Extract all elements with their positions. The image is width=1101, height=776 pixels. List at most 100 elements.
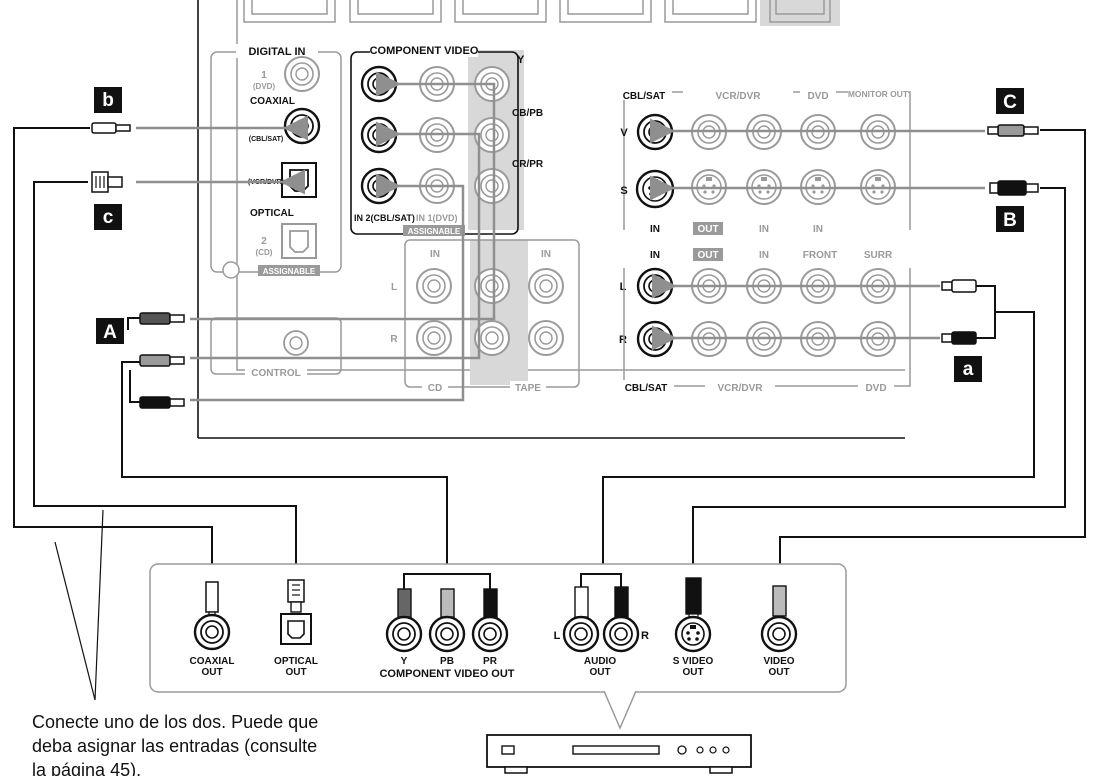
component-video-section: COMPONENT VIDEO Y CB/PB CR/PR IN 2(CBL/S… — [350, 43, 544, 236]
plug-a-pr — [139, 396, 185, 409]
digital-in-section: DIGITAL IN 1 (DVD) COAXIAL (CBL/SAT) (VC… — [210, 44, 342, 279]
svg-text:C: C — [1003, 92, 1017, 113]
optical-1-jack[interactable] — [281, 162, 317, 198]
av-dvd-bottom-label: DVD — [865, 383, 886, 394]
callout-labels: b c A C B a — [94, 87, 1024, 382]
callout-c-upper: C — [996, 88, 1024, 114]
tape-in-label: IN — [541, 249, 551, 260]
control-label: CONTROL — [251, 368, 300, 379]
plug-a-y — [139, 312, 185, 325]
cd-label: CD — [428, 383, 442, 394]
component-video-out-label: COMPONENT VIDEO OUT — [379, 668, 514, 680]
video-out-jack[interactable] — [760, 615, 798, 653]
plug-b-coaxial — [91, 122, 131, 134]
comp-in2-cb-jack[interactable] — [360, 116, 398, 154]
svg-text:b: b — [102, 90, 114, 111]
av-out-row2: OUT — [697, 250, 718, 261]
av-cblsat-video-jack[interactable] — [636, 113, 674, 151]
receiver-rear-panel: DIGITAL IN 1 (DVD) COAXIAL (CBL/SAT) (VC… — [197, 0, 911, 439]
plug-a-pb — [139, 354, 185, 367]
av-in-row2-vcr: IN — [759, 250, 769, 261]
av-vcrdvr-bottom-label: VCR/DVR — [717, 383, 763, 394]
optical-out-label-1: OPTICAL — [274, 656, 318, 667]
plug-a-audio-r — [941, 331, 977, 345]
cd-l-label: L — [391, 282, 397, 293]
video-out-label-2: OUT — [768, 667, 789, 678]
plug-c-video — [987, 124, 1039, 137]
av-v-label: V — [620, 127, 628, 139]
coaxial-out-jack[interactable] — [193, 613, 231, 651]
av-cblsat-audio-r-jack[interactable] — [636, 320, 674, 358]
note-line-3: la página 45). — [32, 760, 141, 776]
component-pr-out-jack[interactable] — [471, 615, 509, 653]
digital-assignable-tag: ASSIGNABLE — [263, 267, 316, 276]
tape-label: TAPE — [515, 383, 541, 394]
cd-in-l-jack[interactable] — [416, 268, 452, 304]
cable-plugs — [91, 122, 1039, 409]
optical-out-connection: OPTICAL OUT — [274, 579, 318, 678]
audio-out-label-2: OUT — [589, 667, 610, 678]
av-cblsat-audio-l-jack[interactable] — [636, 267, 674, 305]
coax-1-jack[interactable] — [284, 56, 320, 92]
audio-out-l-jack[interactable] — [562, 615, 600, 653]
cd-in-r-jack[interactable] — [416, 320, 452, 356]
comp-in2-cr-jack[interactable] — [360, 167, 398, 205]
tape-in-l-jack[interactable] — [528, 268, 564, 304]
optical-2-number: 2 — [261, 236, 267, 247]
comp-in2-y-jack[interactable] — [360, 65, 398, 103]
optical-2-sub: (CD) — [256, 248, 273, 257]
av-in-row1-dvd: IN — [813, 224, 823, 235]
coax-1-sub: (DVD) — [253, 82, 276, 91]
comp-cb-label: CB/PB — [512, 108, 543, 119]
svg-text:c: c — [103, 207, 114, 228]
callout-a-lower: a — [954, 356, 982, 382]
audio-out-r-jack[interactable] — [602, 615, 640, 653]
callout-a-upper: A — [96, 318, 124, 344]
svg-text:a: a — [963, 359, 974, 380]
plug-c-optical — [91, 171, 123, 193]
av-cblsat-svideo-jack[interactable] — [635, 169, 675, 209]
component-video-out-connection: Y PB PR COMPONENT VIDEO OUT — [379, 573, 515, 680]
comp-cr-label: CR/PR — [512, 159, 544, 170]
component-y-out-jack[interactable] — [385, 615, 423, 653]
ri-control-section: CONTROL — [210, 317, 342, 379]
cables — [13, 127, 1086, 600]
hdmi-connectors — [243, 0, 840, 26]
av-dvd-top-label: DVD — [807, 91, 828, 102]
svideo-out-label-2: OUT — [682, 667, 703, 678]
coax-2-jack[interactable] — [283, 107, 321, 145]
av-in-row2-cblsat: IN — [650, 250, 660, 261]
svg-text:A: A — [103, 322, 117, 343]
comp-in1-label: IN 1(DVD) — [416, 213, 458, 223]
optical-out-jack[interactable] — [280, 613, 312, 645]
cd-r-label: R — [390, 334, 398, 345]
callout-c-lower: c — [94, 204, 122, 230]
component-pb-out-jack[interactable] — [428, 615, 466, 653]
audio-out-connection: L R AUDIO OUT — [554, 573, 649, 678]
callout-b-lower: b — [94, 87, 122, 113]
av-cblsat-bottom-label: CBL/SAT — [625, 383, 668, 394]
svideo-out-jack[interactable] — [674, 615, 712, 653]
comp-in2-label: IN 2(CBL/SAT) — [354, 213, 415, 223]
av-vcrdvr-top-label: VCR/DVR — [715, 91, 761, 102]
comp-y-label: Y — [517, 54, 525, 66]
av-out-row1: OUT — [697, 224, 718, 235]
callout-b-upper: B — [996, 206, 1024, 232]
video-out-label-1: VIDEO — [763, 656, 794, 667]
av-s-label: S — [620, 185, 627, 197]
optical-2-jack[interactable] — [281, 223, 317, 259]
optical-label: OPTICAL — [250, 208, 294, 219]
svg-text:B: B — [1003, 210, 1017, 231]
coax-2-sub: (CBL/SAT) — [249, 136, 283, 143]
coaxial-label: COAXIAL — [250, 96, 295, 107]
av-front-label: FRONT — [803, 250, 837, 261]
coaxial-out-label-2: OUT — [201, 667, 222, 678]
optical-out-label-2: OUT — [285, 667, 306, 678]
svideo-out-connection: S VIDEO OUT — [673, 577, 713, 678]
tape-in-r-jack[interactable] — [528, 320, 564, 356]
note-line-1: Conecte uno de los dos. Puede que — [32, 712, 318, 732]
av-in-row1-vcr: IN — [759, 224, 769, 235]
audio-out-label-1: AUDIO — [584, 656, 616, 667]
connection-arrows — [136, 71, 985, 402]
source-player-device — [486, 734, 752, 774]
